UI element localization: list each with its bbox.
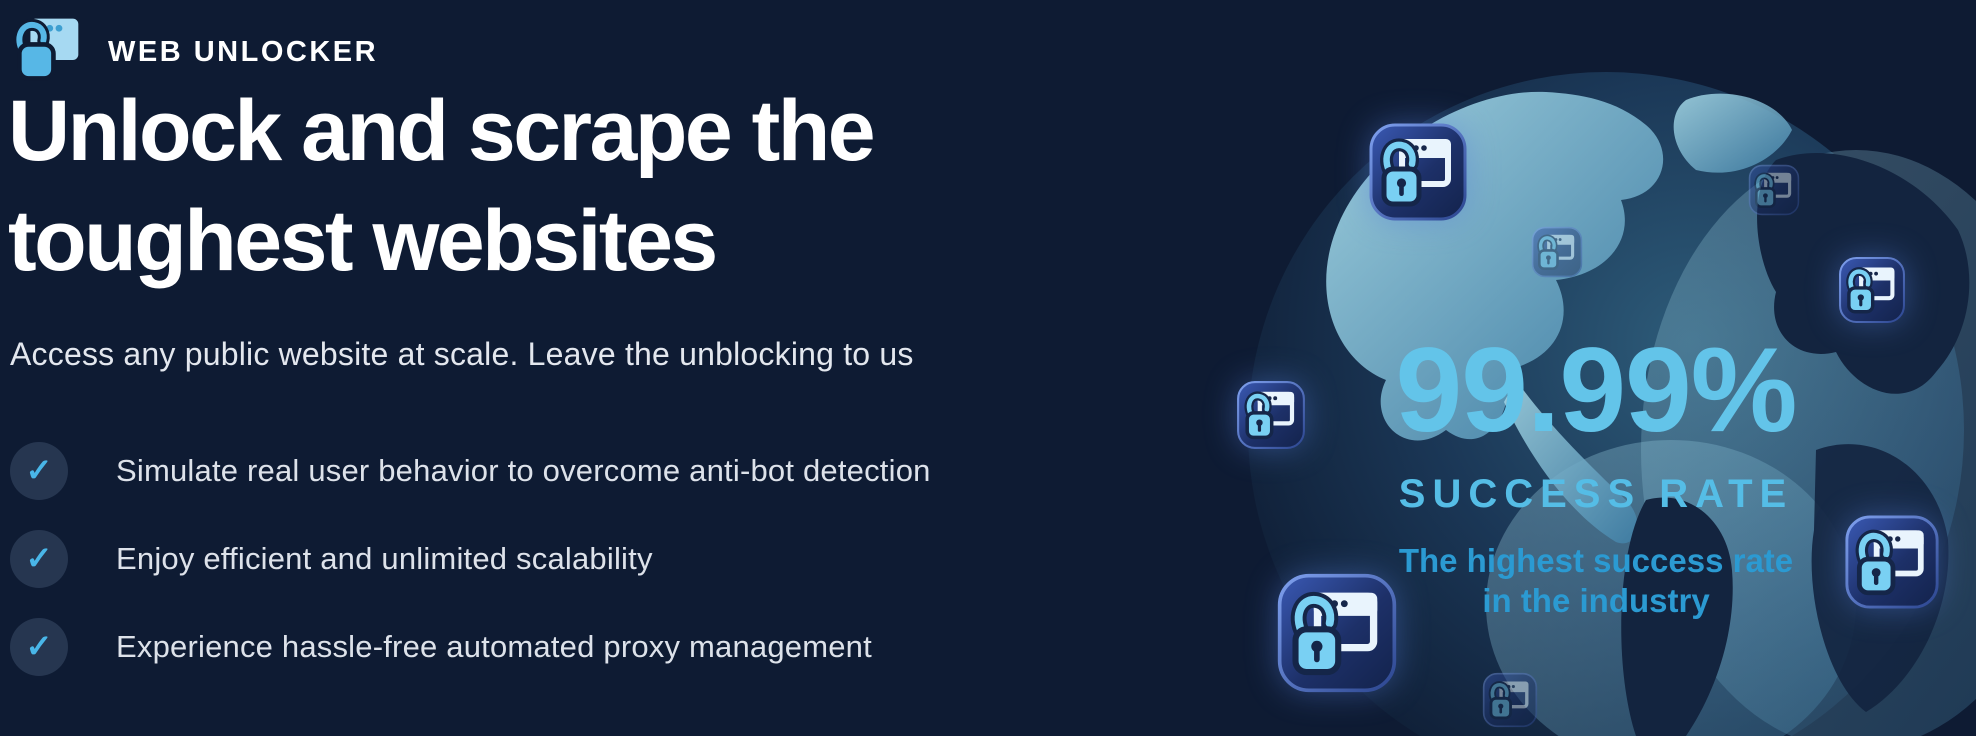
product-badge-label: WEB UNLOCKER <box>108 35 379 68</box>
list-item: ✓ Experience hassle-free automated proxy… <box>10 618 931 676</box>
success-rate-value: 99.99% <box>1395 323 1798 457</box>
feature-list: ✓ Simulate real user behavior to overcom… <box>10 442 931 706</box>
unlock-app-icon <box>1531 226 1583 278</box>
list-item-text: Experience hassle-free automated proxy m… <box>116 629 872 664</box>
page-title-line2: toughest websites <box>8 193 718 290</box>
list-item-text: Simulate real user behavior to overcome … <box>116 453 931 488</box>
check-icon: ✓ <box>25 452 53 488</box>
unlock-app-icon <box>1368 122 1468 222</box>
check-icon: ✓ <box>25 540 53 576</box>
unlock-app-icon <box>1482 672 1538 728</box>
unlock-app-icon <box>1236 380 1306 450</box>
success-rate-block: 99.99% SUCCESS RATE The highest success … <box>1296 330 1896 620</box>
unlocked-browser-icon <box>12 12 82 86</box>
page-title: Unlock and scrape the toughest websites <box>8 76 876 296</box>
check-circle: ✓ <box>10 530 68 588</box>
tagline-line1: The highest success rate <box>1398 542 1794 579</box>
check-circle: ✓ <box>10 442 68 500</box>
hero-subtitle: Access any public website at scale. Leav… <box>10 336 914 372</box>
list-item: ✓ Enjoy efficient and unlimited scalabil… <box>10 530 931 588</box>
unlock-app-icon <box>1748 164 1800 216</box>
check-icon: ✓ <box>25 628 53 664</box>
unlock-app-icon <box>1838 256 1906 324</box>
page-title-line1: Unlock and scrape the <box>8 83 876 179</box>
product-badge: WEB UNLOCKER <box>12 12 378 86</box>
tagline-line2: in the industry <box>1482 581 1710 619</box>
unlock-app-icon <box>1844 514 1940 610</box>
list-item: ✓ Simulate real user behavior to overcom… <box>10 442 931 500</box>
check-circle: ✓ <box>10 618 68 676</box>
list-item-text: Enjoy efficient and unlimited scalabilit… <box>116 541 653 576</box>
success-rate-tagline: The highest success rate in the industry <box>1296 541 1896 620</box>
success-rate-label: SUCCESS RATE <box>1398 472 1794 516</box>
unlock-app-icon <box>1276 572 1398 694</box>
